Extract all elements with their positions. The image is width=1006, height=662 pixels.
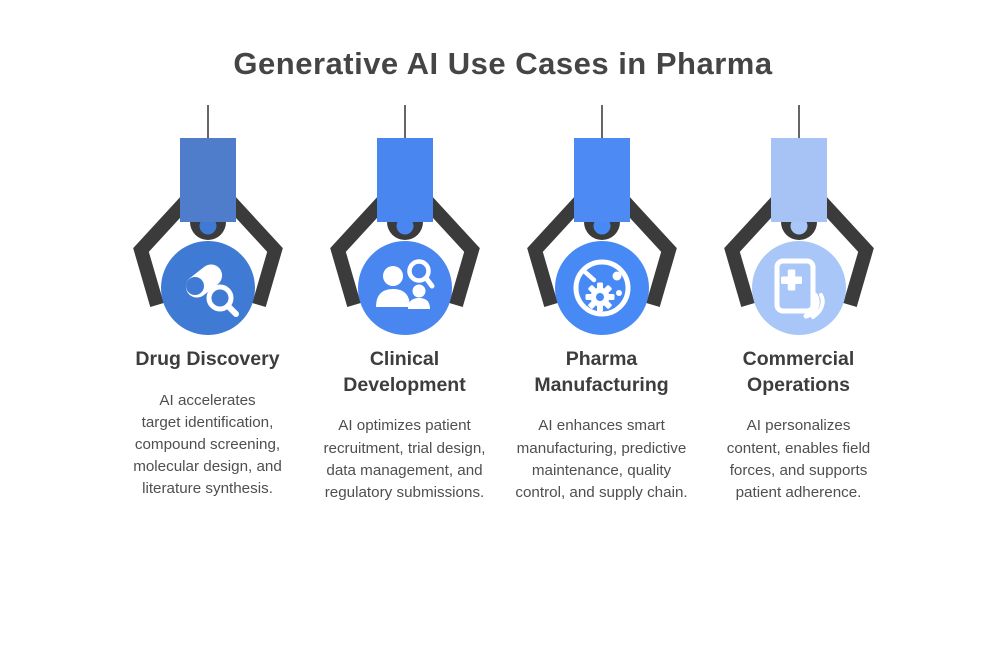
use-case-heading: Clinical Development — [343, 348, 466, 396]
claw-machine-graphic — [132, 105, 283, 335]
use-case-column-clinical-development: Clinical Development AI optimizes patien… — [306, 104, 503, 504]
claw-left-arm — [329, 195, 389, 307]
claw-body — [770, 138, 827, 222]
use-case-description: AI optimizes patient recruitment, trial … — [323, 417, 486, 501]
claw-right-arm — [617, 195, 677, 307]
infographic-title: Generative AI Use Cases in Pharma — [233, 46, 773, 81]
claw-machine-graphic — [723, 105, 874, 335]
claw-left-arm — [723, 195, 783, 307]
claw-left-arm — [526, 195, 586, 307]
use-case-heading: Pharma Manufacturing — [534, 348, 669, 396]
claw-left-arm — [132, 195, 192, 307]
pill-magnifier-icon — [185, 264, 239, 317]
medical-cross-icon — [780, 269, 802, 291]
icon-circle — [751, 241, 846, 335]
use-case-description: AI accelerates target identification, co… — [133, 391, 282, 497]
hand-icon — [803, 292, 820, 319]
use-case-heading: Drug Discovery — [135, 348, 280, 370]
icon-circle — [357, 241, 452, 335]
use-case-row: Drug Discovery AI accelerates target ide… — [0, 104, 1006, 504]
use-case-column-commercial-operations: Commercial Operations AI personalizes co… — [700, 104, 897, 504]
petri-dish-gear-icon — [573, 259, 630, 317]
claw-machine-graphic — [526, 105, 677, 335]
claw-right-arm — [814, 195, 874, 307]
tablet-health-icon — [774, 258, 825, 319]
use-case-description: AI enhances smart manufacturing, predict… — [515, 417, 688, 501]
claw-right-arm — [420, 195, 480, 307]
use-case-heading: Commercial Operations — [742, 348, 855, 396]
use-case-column-pharma-manufacturing: Pharma Manufacturing AI enhances smart m… — [503, 104, 700, 504]
claw-right-arm — [223, 195, 283, 307]
claw-machine-graphic — [329, 105, 480, 335]
use-case-column-drug-discovery: Drug Discovery AI accelerates target ide… — [109, 104, 306, 504]
infographic-page: Generative AI Use Cases in Pharma Drug D — [0, 46, 1006, 662]
gear-icon — [585, 282, 614, 312]
claw-body — [573, 138, 630, 222]
patient-search-icon — [375, 259, 434, 309]
claw-body — [376, 138, 433, 222]
claw-body — [179, 138, 236, 222]
use-case-description: AI personalizes content, enables field f… — [726, 417, 871, 501]
hand-finger — [810, 293, 825, 319]
